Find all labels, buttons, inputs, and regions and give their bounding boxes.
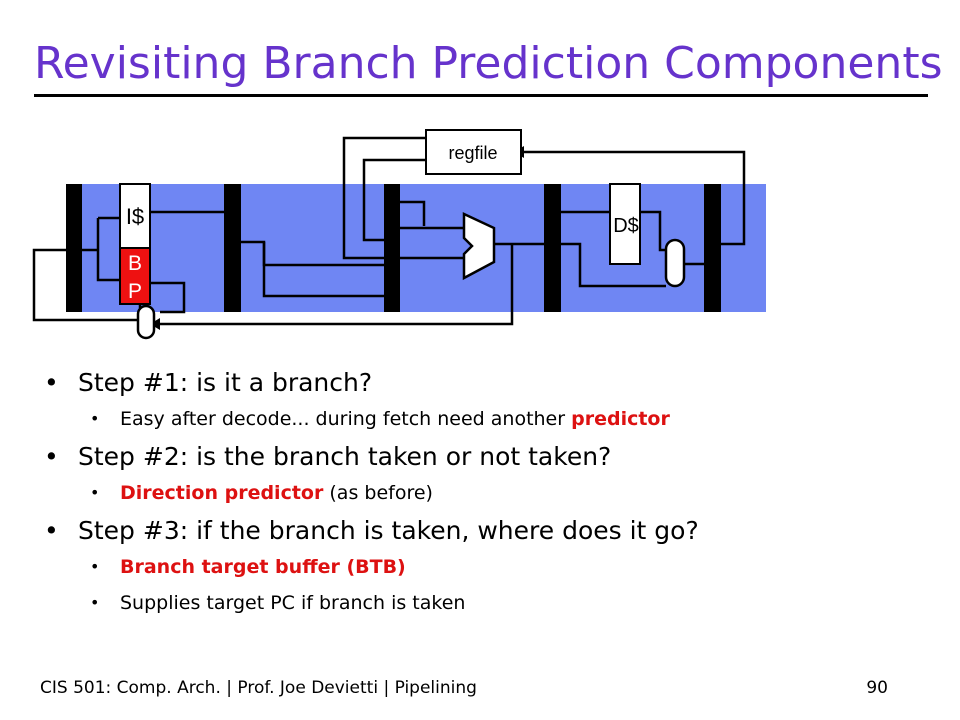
bullet-step-3: • Step #3: if the branch is taken, where… — [40, 514, 920, 548]
sub-bullet-step-2: • Direction predictor (as before) — [40, 478, 920, 508]
slide-footer: CIS 501: Comp. Arch. | Prof. Joe Deviett… — [40, 678, 477, 698]
bp-label-b: B — [128, 252, 142, 275]
icache-label: I$ — [126, 204, 144, 229]
sub-bullet-dot: • — [90, 483, 100, 502]
regfile-box — [425, 129, 522, 175]
bullet-dot: • — [44, 516, 59, 545]
pc-mux — [136, 304, 156, 340]
sub-bullet-emphasis: Direction predictor — [120, 482, 324, 504]
pipeline-diagram: regfile I$ B P D$ — [32, 129, 766, 340]
title-underline — [34, 94, 928, 97]
sub-bullet-step-1: • Easy after decode... during fetch need… — [40, 404, 920, 434]
sub-bullet-dot: • — [90, 593, 100, 612]
pipeline-latch-execute — [384, 184, 400, 312]
dcache-box — [609, 183, 641, 265]
pipeline-latch-decode — [224, 184, 241, 312]
bullet-text: Step #2: is the branch taken or not take… — [78, 442, 612, 471]
sub-bullet-step-3a: • Branch target buffer (BTB) — [40, 552, 920, 582]
pipeline-latch-writeback — [704, 184, 721, 312]
bullet-step-2: • Step #2: is the branch taken or not ta… — [40, 440, 920, 474]
bullet-list: • Step #1: is it a branch? • Easy after … — [40, 366, 920, 624]
dcache-label: D$ — [613, 215, 639, 237]
regfile-label: regfile — [448, 143, 497, 163]
sub-bullet-text: Supplies target PC if branch is taken — [120, 592, 466, 614]
sub-bullet-emphasis: Branch target buffer (BTB) — [120, 556, 406, 578]
pipeline-band — [66, 184, 766, 312]
sub-bullet-dot: • — [90, 557, 100, 576]
pipeline-latch-memory — [544, 184, 561, 312]
sub-bullet-step-3b: • Supplies target PC if branch is taken — [40, 588, 920, 618]
pipeline-latch-fetch — [66, 184, 82, 312]
page-number: 90 — [866, 678, 888, 698]
sub-bullet-dot: • — [90, 409, 100, 428]
slide-title: Revisiting Branch Prediction Components — [34, 38, 943, 89]
bullet-step-1: • Step #1: is it a branch? — [40, 366, 920, 400]
bullet-text: Step #3: if the branch is taken, where d… — [78, 516, 699, 545]
sub-bullet-text: (as before) — [323, 482, 433, 504]
bullet-text: Step #1: is it a branch? — [78, 368, 373, 397]
sub-bullet-emphasis: predictor — [571, 408, 670, 430]
bp-label-p: P — [128, 280, 142, 303]
bullet-dot: • — [44, 368, 59, 397]
writeback-mux — [664, 238, 686, 288]
bullet-dot: • — [44, 442, 59, 471]
branch-predictor-box — [119, 247, 151, 305]
sub-bullet-text: Easy after decode... during fetch need a… — [120, 408, 572, 430]
alu — [462, 212, 496, 281]
